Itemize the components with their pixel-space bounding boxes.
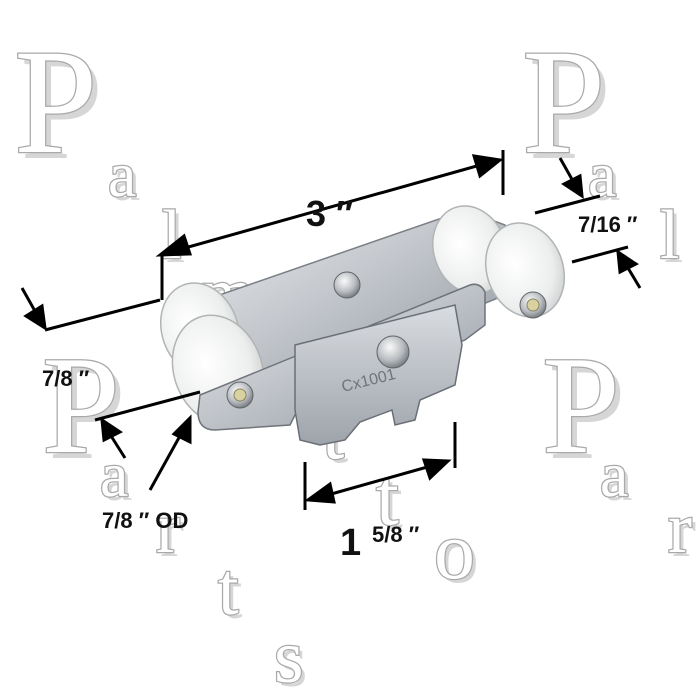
od-arrow-right-head	[171, 414, 192, 445]
watermark-letter: a	[104, 443, 132, 514]
watermark-letter: r	[160, 492, 184, 572]
watermark-letter: a	[600, 439, 628, 510]
height-extension-bottom	[94, 390, 201, 422]
length-label: 3 ″	[306, 193, 353, 234]
watermark-letter: P	[542, 328, 620, 483]
rivet-right-core	[526, 298, 540, 312]
watermark-letter: r	[156, 488, 180, 568]
spacing-label-whole: 1	[340, 522, 361, 564]
od-arrow-left-head	[100, 416, 123, 443]
watermark-letter: s	[274, 615, 304, 699]
watermark-letter: t	[218, 549, 239, 631]
watermark-letter: a	[112, 143, 140, 214]
watermark-letter: a	[604, 443, 632, 514]
watermark-letter: P	[548, 334, 626, 489]
watermark-letter: l	[166, 201, 185, 278]
watermark-par-right: P P a a r r	[541, 327, 696, 572]
od-label: 7/8 ″ OD	[102, 508, 188, 533]
watermark-letter: P	[528, 25, 611, 191]
watermark-letter: l	[660, 197, 679, 274]
adjustment-screw	[376, 335, 410, 369]
dimension-labels: 3 ″ 7/16 ″ 7/8 ″ 7/8 ″ OD 1 5/8 ″	[42, 193, 638, 564]
rivet-left-core	[233, 388, 247, 402]
watermark-letter: r	[672, 492, 696, 572]
watermark-letter: P	[522, 19, 605, 185]
watermark-letter: r	[668, 488, 692, 568]
watermark-letter: P	[20, 25, 103, 191]
depth-extension-top	[534, 194, 601, 215]
depth-label: 7/16 ″	[578, 212, 638, 237]
depth-arrow-top-head	[561, 173, 584, 200]
watermark-letter: o	[438, 509, 479, 600]
watermark-letter: l	[664, 201, 683, 278]
adjustment-block	[294, 304, 463, 446]
length-dimension-line	[159, 158, 499, 257]
depth-arrow-bottom-head	[616, 248, 639, 275]
watermark-letter: s	[278, 619, 308, 700]
watermark-letter: t	[222, 553, 243, 635]
length-arrow-right	[471, 154, 504, 179]
watermark-letter: P	[48, 334, 126, 489]
watermark-letter: t	[376, 451, 399, 542]
length-arrow-left	[155, 233, 193, 257]
roller-assembly: Cx1001	[159, 205, 566, 446]
dimension-lines	[20, 150, 642, 510]
spacing-arrow-left	[303, 481, 336, 504]
height-extension-top	[44, 298, 161, 332]
depth-extension-bottom	[571, 245, 629, 264]
spacing-label-fraction: 5/8 ″	[372, 522, 420, 547]
rivet-top	[333, 271, 361, 299]
watermark-letter: a	[100, 439, 128, 510]
height-label: 7/8 ″	[42, 366, 90, 391]
watermark-letter: P	[42, 328, 120, 483]
watermark-letter: l	[162, 197, 181, 274]
watermark-parts: P P a a r r t t s s	[41, 327, 308, 700]
watermark-letter: a	[108, 139, 136, 210]
watermark-letter: a	[592, 143, 620, 214]
height-arrow-head	[23, 303, 47, 331]
watermark-letter: P	[14, 19, 97, 185]
spacing-arrow-right	[421, 458, 452, 481]
watermark-letter: o	[434, 505, 475, 596]
